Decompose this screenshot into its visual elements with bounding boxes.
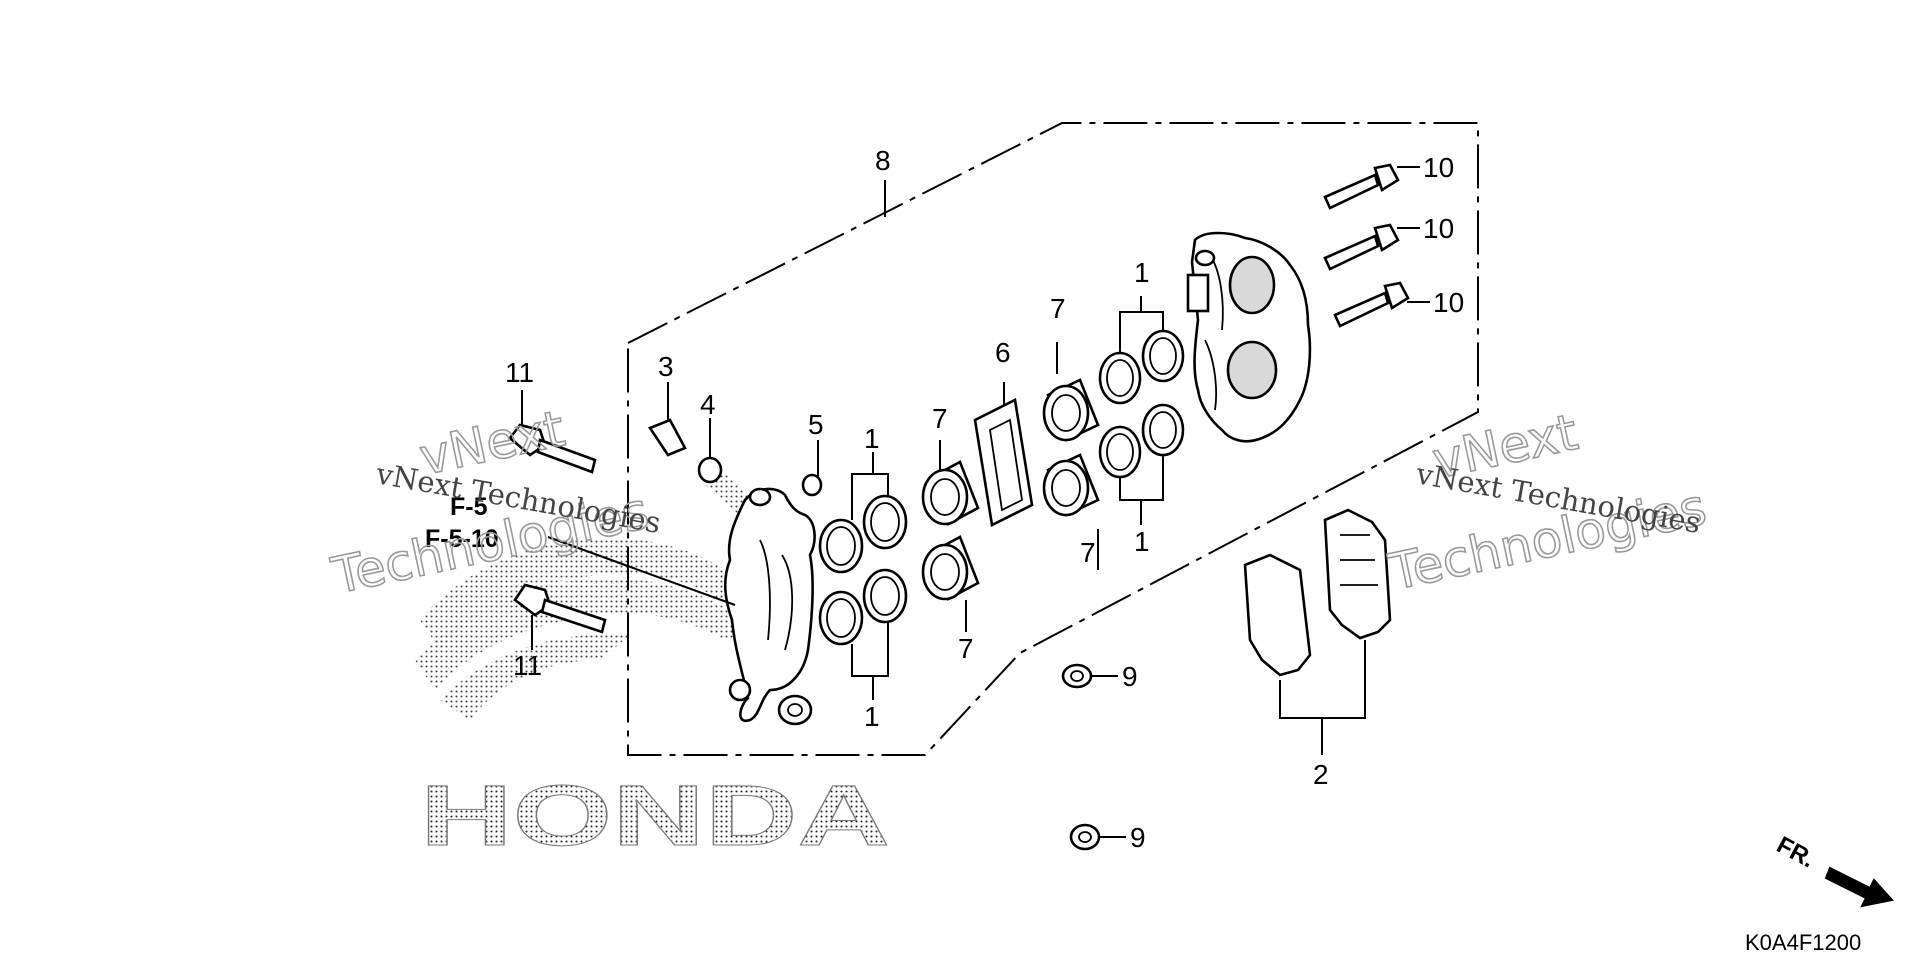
reference-f5-10: F-5-10 — [425, 525, 499, 553]
callout-labels: 8 10 10 10 1 7 1 7 6 1 7 1 11 3 4 5 7 11… — [505, 145, 1464, 853]
front-direction-label: FR. — [1772, 831, 1819, 873]
callout-9: 9 — [1130, 822, 1146, 853]
leader-lines — [521, 166, 1430, 838]
arrow-icon — [1824, 866, 1894, 908]
callout-1: 1 — [864, 423, 880, 454]
piston-seals-right — [1098, 329, 1185, 479]
callout-10: 10 — [1433, 287, 1464, 318]
assembly-boundary — [627, 122, 1479, 756]
callout-6: 6 — [995, 337, 1011, 368]
brake-pads — [1243, 508, 1392, 677]
caliper-body-right — [1186, 231, 1312, 443]
callout-9: 9 — [1122, 661, 1138, 692]
callout-8: 8 — [875, 145, 891, 176]
callout-7: 7 — [932, 403, 948, 434]
pistons — [921, 378, 1100, 601]
mounting-bolts — [1323, 163, 1410, 328]
callout-3: 3 — [658, 351, 674, 382]
front-direction-indicator: FR. — [1772, 831, 1894, 908]
callout-7: 7 — [958, 633, 974, 664]
piston-seals-left — [818, 494, 908, 646]
reference-f5: F-5 — [450, 493, 488, 521]
caliper-body-left — [723, 487, 816, 726]
callout-11: 11 — [513, 650, 542, 681]
callout-1: 1 — [1134, 526, 1150, 557]
honda-logo-text: HONDA — [420, 768, 890, 864]
pad-spring — [973, 398, 1034, 527]
caliper-bolts — [508, 423, 607, 634]
callout-5: 5 — [808, 409, 824, 440]
callout-1: 1 — [1134, 257, 1150, 288]
callout-4: 4 — [700, 389, 716, 420]
small-parts — [648, 418, 1101, 851]
callout-7: 7 — [1050, 293, 1066, 324]
callout-2: 2 — [1313, 759, 1329, 790]
callout-7: 7 — [1080, 537, 1096, 568]
callout-1: 1 — [864, 701, 880, 732]
callout-10: 10 — [1423, 213, 1454, 244]
callout-11: 11 — [505, 357, 534, 388]
diagram-code: K0A4F1200 — [1745, 930, 1861, 955]
callout-10: 10 — [1423, 152, 1454, 183]
